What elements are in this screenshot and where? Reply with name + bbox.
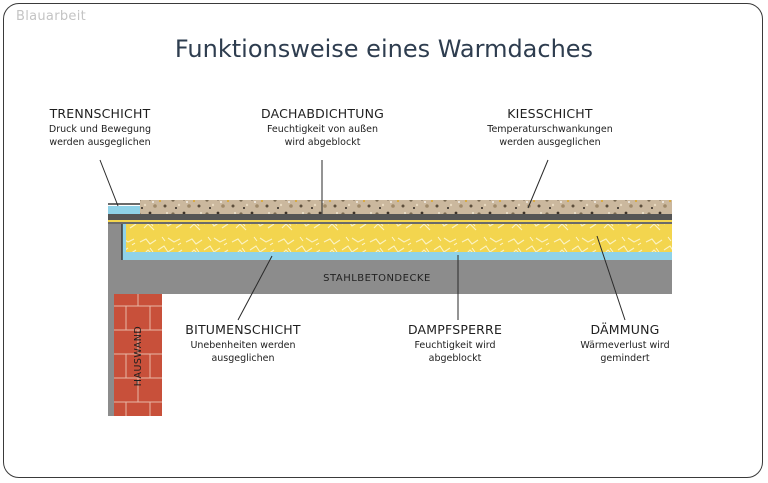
concrete-slab <box>108 222 672 416</box>
label-kiesschicht: KIESSCHICHT Temperaturschwankungen werde… <box>487 106 613 148</box>
logo: Blauarbeit <box>16 9 87 24</box>
label-dachabdichtung: DACHABDICHTUNG Feuchtigkeit von außen wi… <box>260 106 385 148</box>
label-bitumenschicht: BITUMENSCHICHT Unebenheiten werden ausge… <box>185 322 301 364</box>
waterproof-membrane <box>108 221 672 224</box>
leader-bitumenschicht <box>237 255 273 321</box>
wall-label: HAUSWAND <box>133 326 144 386</box>
card-frame <box>3 3 763 478</box>
label-dampfsperre: DAMPFSPERRE Feuchtigkeit wird abgeblockt <box>407 322 503 364</box>
leader-trennschicht <box>99 159 119 207</box>
leader-daemmung <box>596 235 626 321</box>
separation-layer <box>108 214 672 220</box>
label-daemmung: DÄMMUNG Wärmeverlust wird gemindert <box>580 322 670 364</box>
gravel-layer <box>140 200 672 214</box>
vapor-barrier-layer <box>108 217 672 260</box>
label-trennschicht: TRENNSCHICHT Druck und Bewegung werden a… <box>48 106 152 148</box>
slab-label: STAHLBETONDECKE <box>323 273 431 284</box>
brick-wall <box>114 294 162 416</box>
leader-kiesschicht <box>527 159 549 209</box>
page-title: Funktionsweise eines Warmdaches <box>174 35 594 63</box>
